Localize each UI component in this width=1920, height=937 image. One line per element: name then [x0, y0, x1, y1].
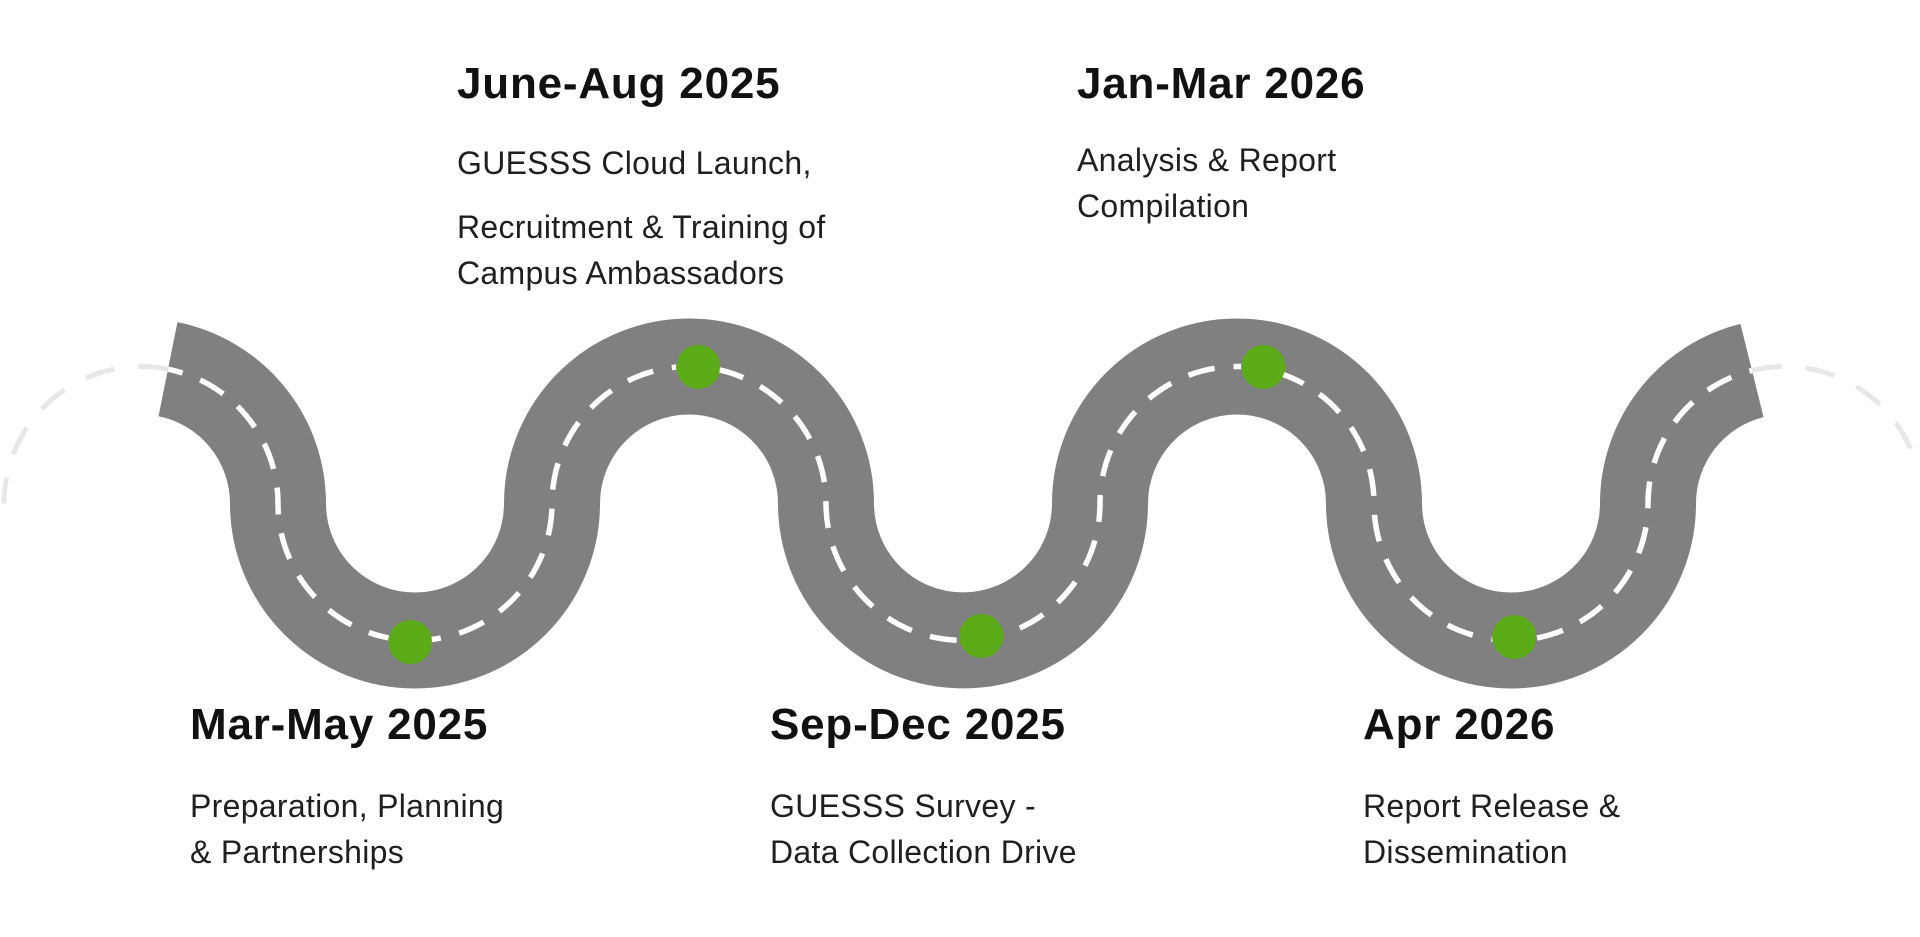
milestone-label-june-aug-2025: June-Aug 2025 GUESSS Cloud Launch, Recru…: [457, 62, 826, 296]
milestone-date: Jan-Mar 2026: [1077, 59, 1366, 108]
milestone-dot-jan-mar-2026: [1241, 345, 1285, 389]
road-faded-arc-left: [1, 364, 169, 504]
milestone-date: Sep-Dec 2025: [770, 700, 1066, 749]
description-line: Preparation, Planning: [190, 788, 505, 824]
description-line: Report Release &: [1363, 788, 1621, 824]
milestone-label-sep-dec-2025: Sep-Dec 2025 GUESSS Survey - Data Collec…: [770, 703, 1077, 875]
description-line: Data Collection Drive: [770, 834, 1077, 870]
milestone-description: Analysis & Report Compilation: [1077, 137, 1365, 229]
milestone-description: GUESSS Cloud Launch,: [457, 140, 826, 186]
milestone-date: Mar-May 2025: [190, 700, 489, 749]
description-line: GUESSS Survey -: [770, 788, 1036, 824]
milestone-dot-mar-may-2025: [388, 620, 432, 664]
milestone-label-mar-may-2025: Mar-May 2025 Preparation, Planning & Par…: [190, 703, 504, 875]
road-faded-arc-right: [1751, 364, 1920, 472]
milestone-label-apr-2026: Apr 2026 Report Release & Dissemination: [1363, 703, 1620, 875]
milestone-date: June-Aug 2025: [457, 59, 781, 108]
milestone-dot-june-aug-2025: [676, 345, 720, 389]
description-line: Compilation: [1077, 188, 1250, 224]
description-line: GUESSS Cloud Launch,: [457, 145, 812, 181]
road-path: [157, 318, 1766, 689]
milestone-date: Apr 2026: [1363, 700, 1556, 749]
milestone-description: Recruitment & Training of Campus Ambassa…: [457, 204, 826, 296]
milestone-dot-sep-dec-2025: [959, 614, 1003, 658]
description-line: Recruitment & Training of: [457, 209, 826, 245]
description-line: Campus Ambassadors: [457, 255, 785, 291]
milestone-description: GUESSS Survey - Data Collection Drive: [770, 783, 1077, 875]
description-line: Analysis & Report: [1077, 142, 1337, 178]
milestone-label-jan-mar-2026: Jan-Mar 2026 Analysis & Report Compilati…: [1077, 62, 1365, 229]
milestone-description: Preparation, Planning & Partnerships: [190, 783, 504, 875]
description-line: Dissemination: [1363, 834, 1568, 870]
milestone-dot-apr-2026: [1492, 615, 1536, 659]
milestone-description: Report Release & Dissemination: [1363, 783, 1620, 875]
description-line: & Partnerships: [190, 834, 405, 870]
